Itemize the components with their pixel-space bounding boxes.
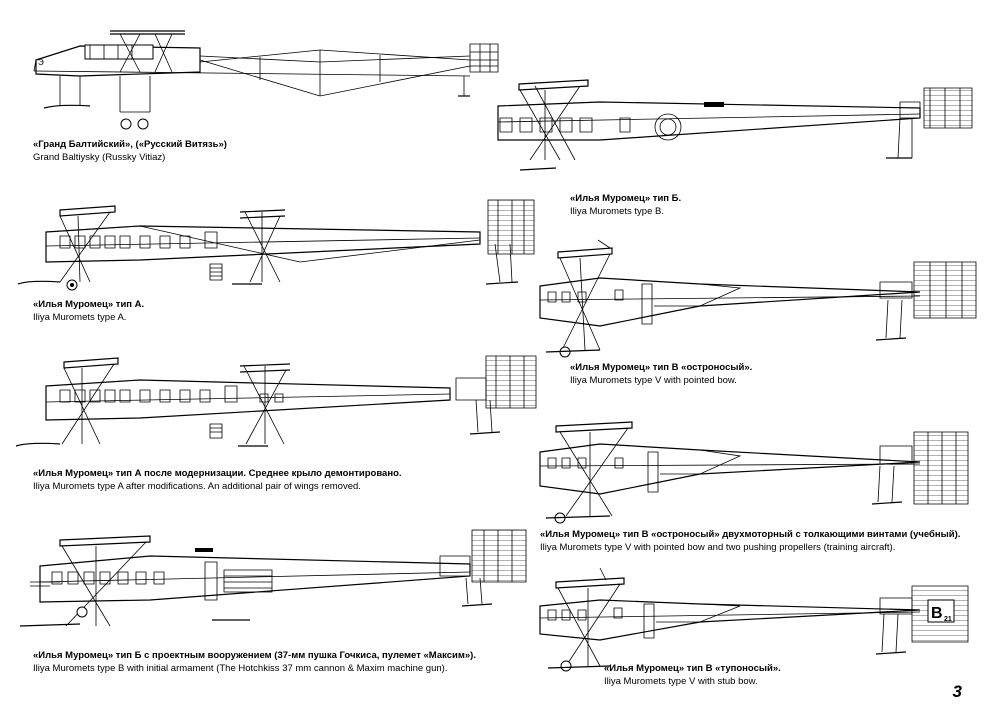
tail-number: 21	[944, 616, 952, 623]
caption-type-v-stub: «Илья Муромец» тип В «тупоносый». Iliya …	[604, 662, 781, 688]
caption-ru: «Илья Муромец» тип Б.	[570, 193, 682, 204]
caption-type-v-pusher: «Илья Муромец» тип В «остроносый» двухмо…	[540, 528, 960, 554]
caption-ru: «Илья Муромец» тип Б с проектным вооруже…	[33, 650, 476, 661]
caption-ru: «Илья Муромец» тип В «тупоносый».	[604, 663, 781, 674]
drawing-type-a	[18, 200, 534, 290]
caption-type-b: «Илья Муромец» тип Б. Iliya Muromets typ…	[570, 192, 681, 218]
caption-type-b-armed: «Илья Муромец» тип Б с проектным вооруже…	[33, 649, 476, 675]
caption-en: Grand Baltiysky (Russky Vitiaz)	[33, 152, 166, 163]
caption-ru: «Илья Муромец» тип В «остроносый».	[570, 362, 753, 373]
caption-type-a: «Илья Муромец» тип А. Iliya Muromets typ…	[33, 298, 144, 324]
caption-en: Iliya Muromets type B.	[570, 206, 664, 217]
page-number: 3	[952, 682, 962, 701]
drawing-type-v-pointed	[540, 240, 976, 357]
caption-ru: «Гранд Балтийский», («Русский Витязь»)	[33, 139, 227, 150]
drawing-type-b-armed	[20, 530, 526, 626]
caption-ru: «Илья Муромец» тип А.	[33, 299, 145, 310]
drawing-grand-baltiysky: Э	[34, 31, 498, 129]
drawing-type-a-modified	[16, 356, 536, 446]
caption-grand-baltiysky: «Гранд Балтийский», («Русский Витязь») G…	[33, 138, 227, 164]
caption-en: Iliya Muromets type V with pointed bow.	[570, 375, 737, 386]
caption-en: Iliya Muromets type A after modification…	[33, 481, 361, 492]
drawing-type-v-pusher	[540, 422, 968, 523]
drawing-type-b	[498, 80, 972, 170]
tail-letter: В	[931, 605, 943, 622]
caption-ru: «Илья Муромец» тип А после модернизации.…	[33, 468, 402, 479]
drawing-type-v-stub: В 21	[540, 568, 968, 671]
caption-ru: «Илья Муромец» тип В «остроносый» двухмо…	[540, 529, 961, 540]
caption-type-a-modified: «Илья Муромец» тип А после модернизации.…	[33, 467, 402, 493]
caption-en: Iliya Muromets type V with pointed bow a…	[540, 542, 896, 553]
caption-type-v-pointed: «Илья Муромец» тип В «остроносый». Iliya…	[570, 361, 752, 387]
caption-en: Iliya Muromets type A.	[33, 312, 127, 323]
caption-en: Iliya Muromets type B with initial armam…	[33, 663, 448, 674]
bow-mark: Э	[38, 58, 44, 67]
caption-en: Iliya Muromets type V with stub bow.	[604, 676, 758, 687]
